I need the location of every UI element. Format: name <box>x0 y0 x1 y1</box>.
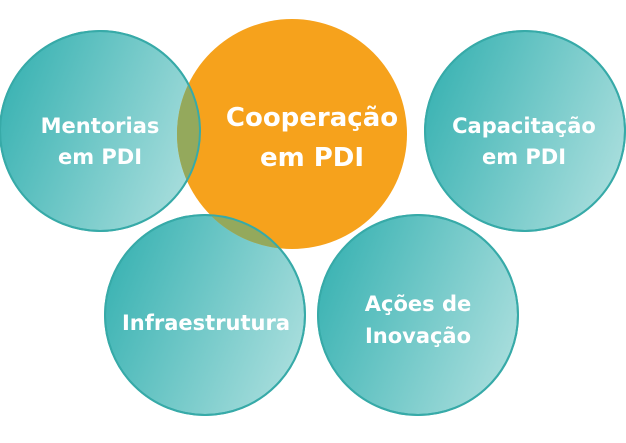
label-capacitacao-line2: em PDI <box>482 145 566 169</box>
outline-capacitacao <box>424 30 626 232</box>
outline-acoes <box>317 214 519 416</box>
label-cooperacao-line2: em PDI <box>260 143 364 173</box>
label-cooperacao-line1: Cooperação <box>226 103 398 133</box>
label-mentorias-line1: Mentorias <box>41 114 160 138</box>
outline-infraestrutura <box>104 214 306 416</box>
label-acoes-line1: Ações de <box>365 292 471 316</box>
label-capacitacao-line1: Capacitação <box>452 114 596 138</box>
label-infraestrutura: Infraestrutura <box>122 311 290 335</box>
circle-cooperacao <box>177 19 407 249</box>
label-mentorias-line2: em PDI <box>58 145 142 169</box>
satellite-outlines <box>0 30 626 416</box>
label-acoes-line2: Inovação <box>365 324 471 348</box>
outline-mentorias <box>0 30 201 232</box>
